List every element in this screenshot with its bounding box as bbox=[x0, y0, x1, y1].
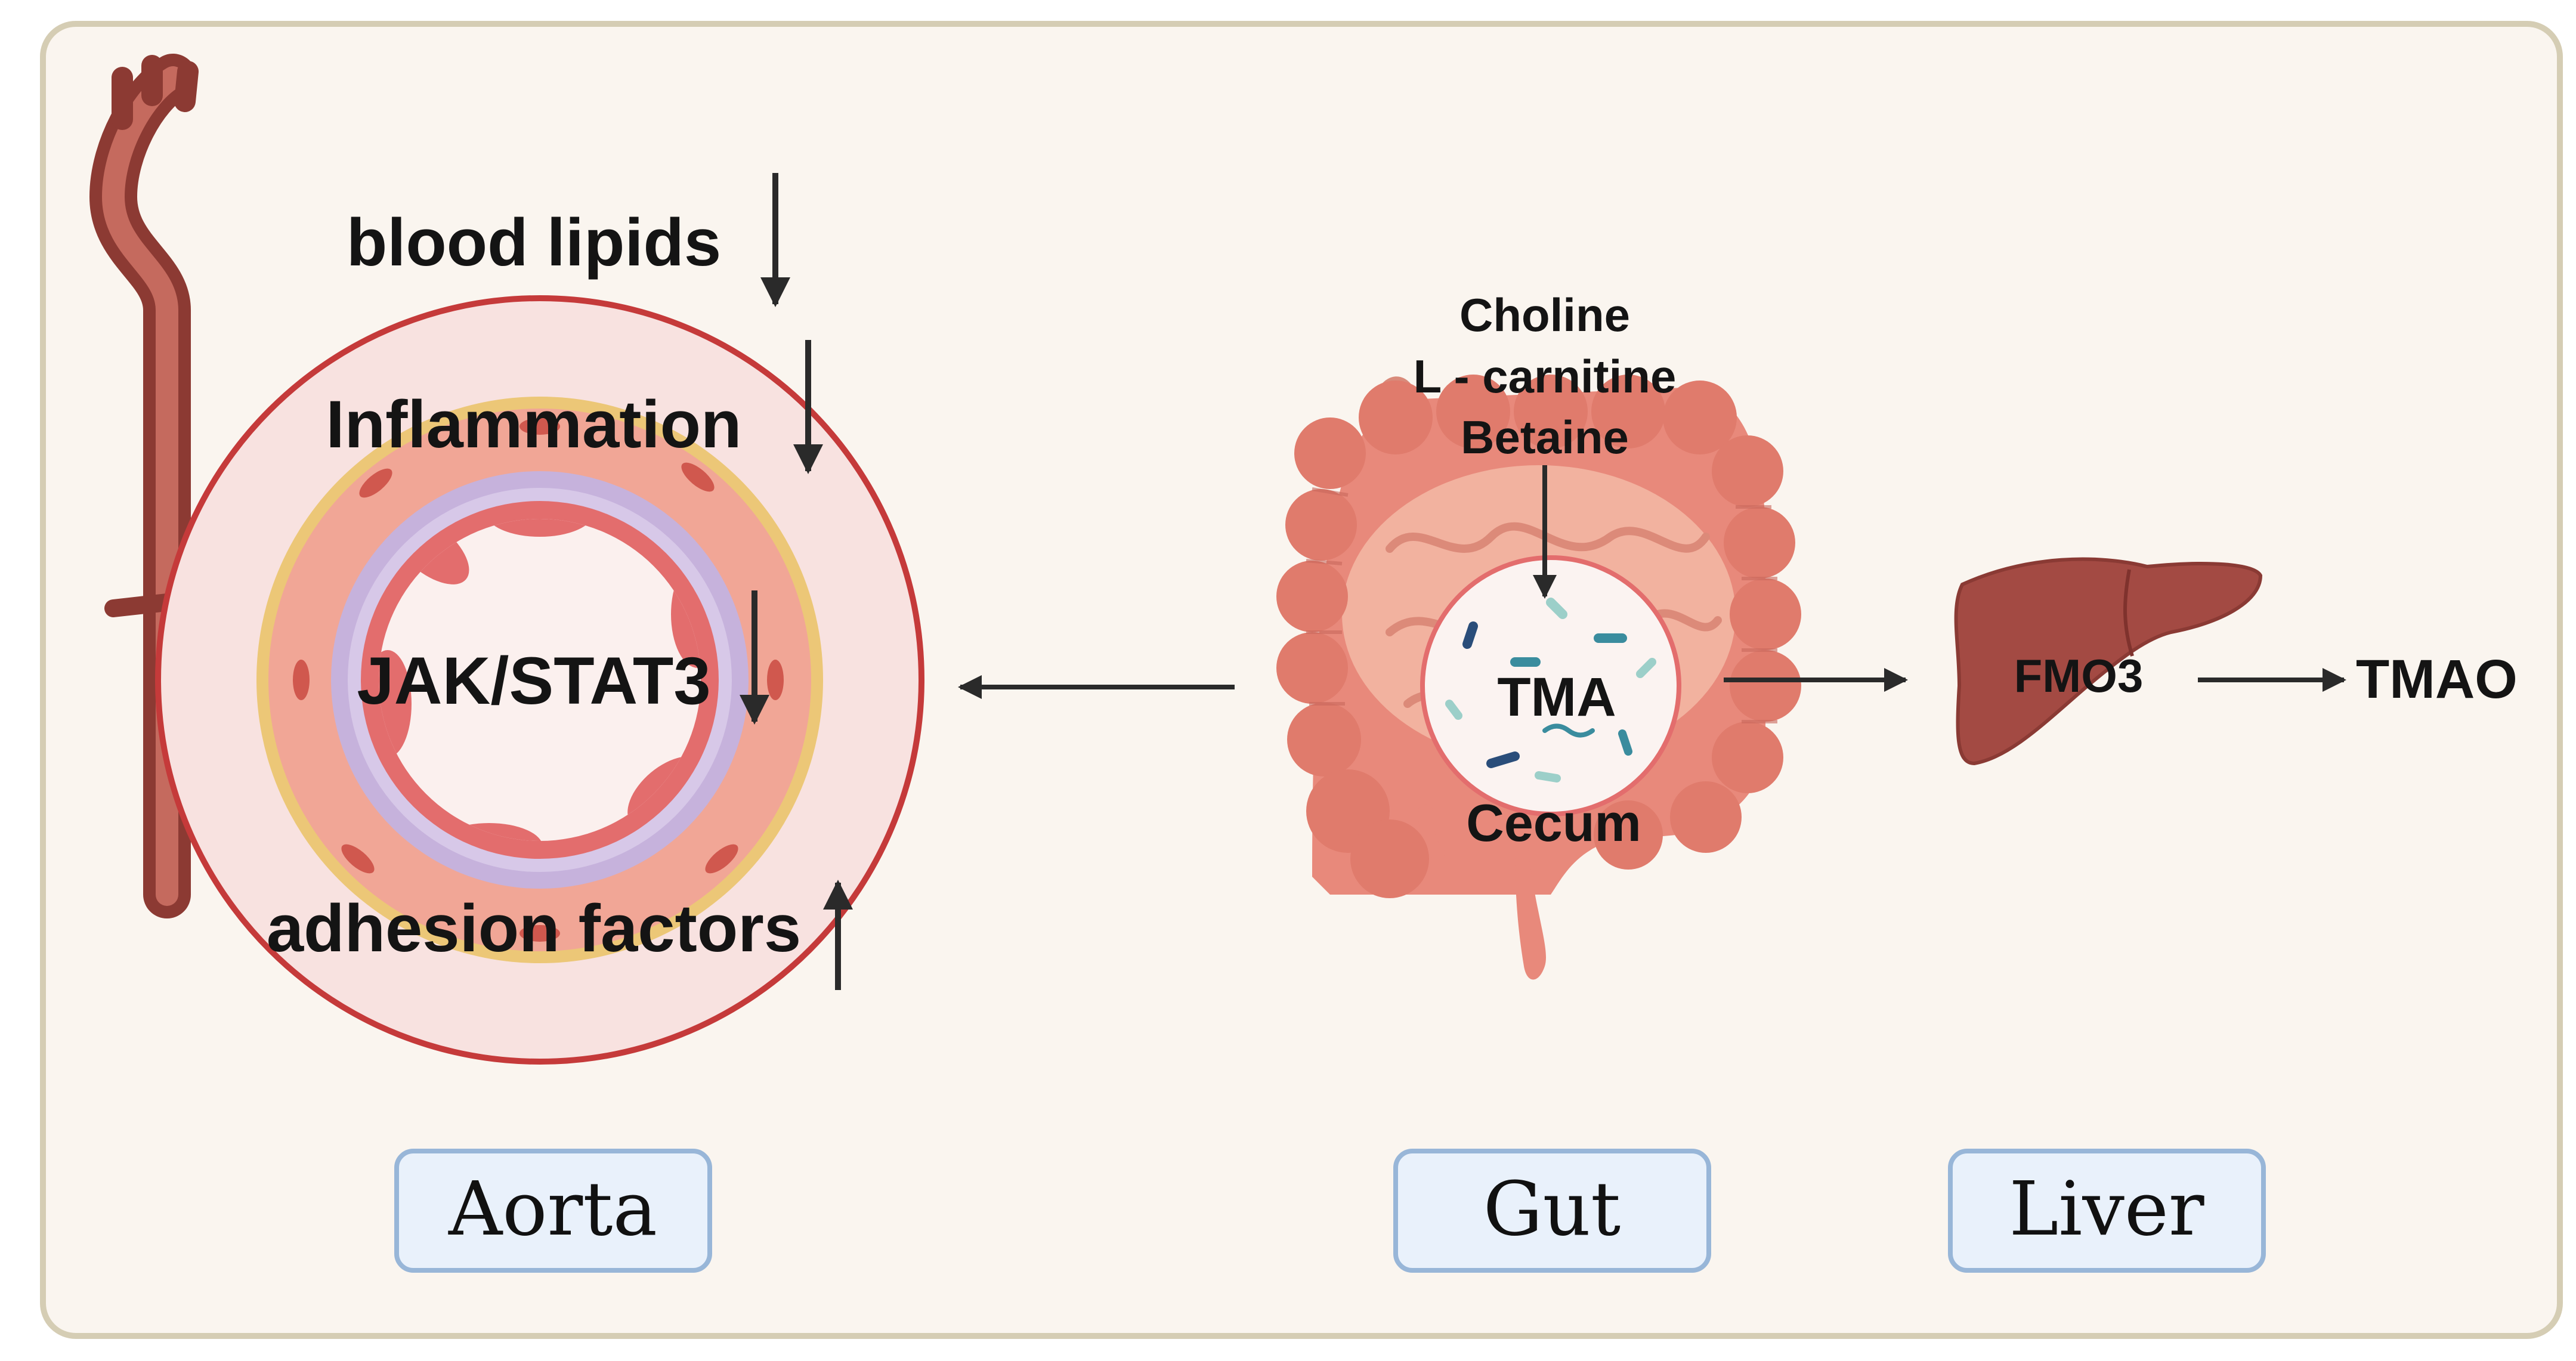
aorta-caption: Aorta bbox=[394, 1149, 712, 1273]
vessel-cross-section-icon bbox=[155, 295, 924, 1065]
choline-label: Choline bbox=[1459, 289, 1630, 341]
tmao-label: TMAO bbox=[2356, 649, 2518, 710]
l-carnitine-label: L - carnitine bbox=[1414, 350, 1677, 403]
liver-caption-text: Liver bbox=[2009, 1166, 2204, 1252]
aortic-arch-icon bbox=[89, 54, 199, 918]
cecum-label: Cecum bbox=[1466, 793, 1641, 852]
inflammation-label: Inflammation bbox=[326, 387, 742, 462]
gut-caption: Gut bbox=[1393, 1149, 1711, 1273]
jak-stat3-label: JAK/STAT3 bbox=[357, 644, 710, 718]
bacteria-icon bbox=[1445, 598, 1656, 782]
adhesion-factors-label: adhesion factors bbox=[267, 891, 801, 966]
liver-icon bbox=[1954, 557, 2263, 766]
fmo3-label: FMO3 bbox=[2014, 649, 2144, 702]
gut-caption-text: Gut bbox=[1483, 1166, 1621, 1252]
tma-label: TMA bbox=[1497, 667, 1616, 728]
cecum-magnifier bbox=[1420, 555, 1681, 816]
aorta-caption-text: Aorta bbox=[448, 1166, 657, 1252]
liver-caption: Liver bbox=[1948, 1149, 2266, 1273]
betaine-label: Betaine bbox=[1461, 411, 1629, 463]
blood-lipids-label: blood lipids bbox=[347, 205, 721, 280]
